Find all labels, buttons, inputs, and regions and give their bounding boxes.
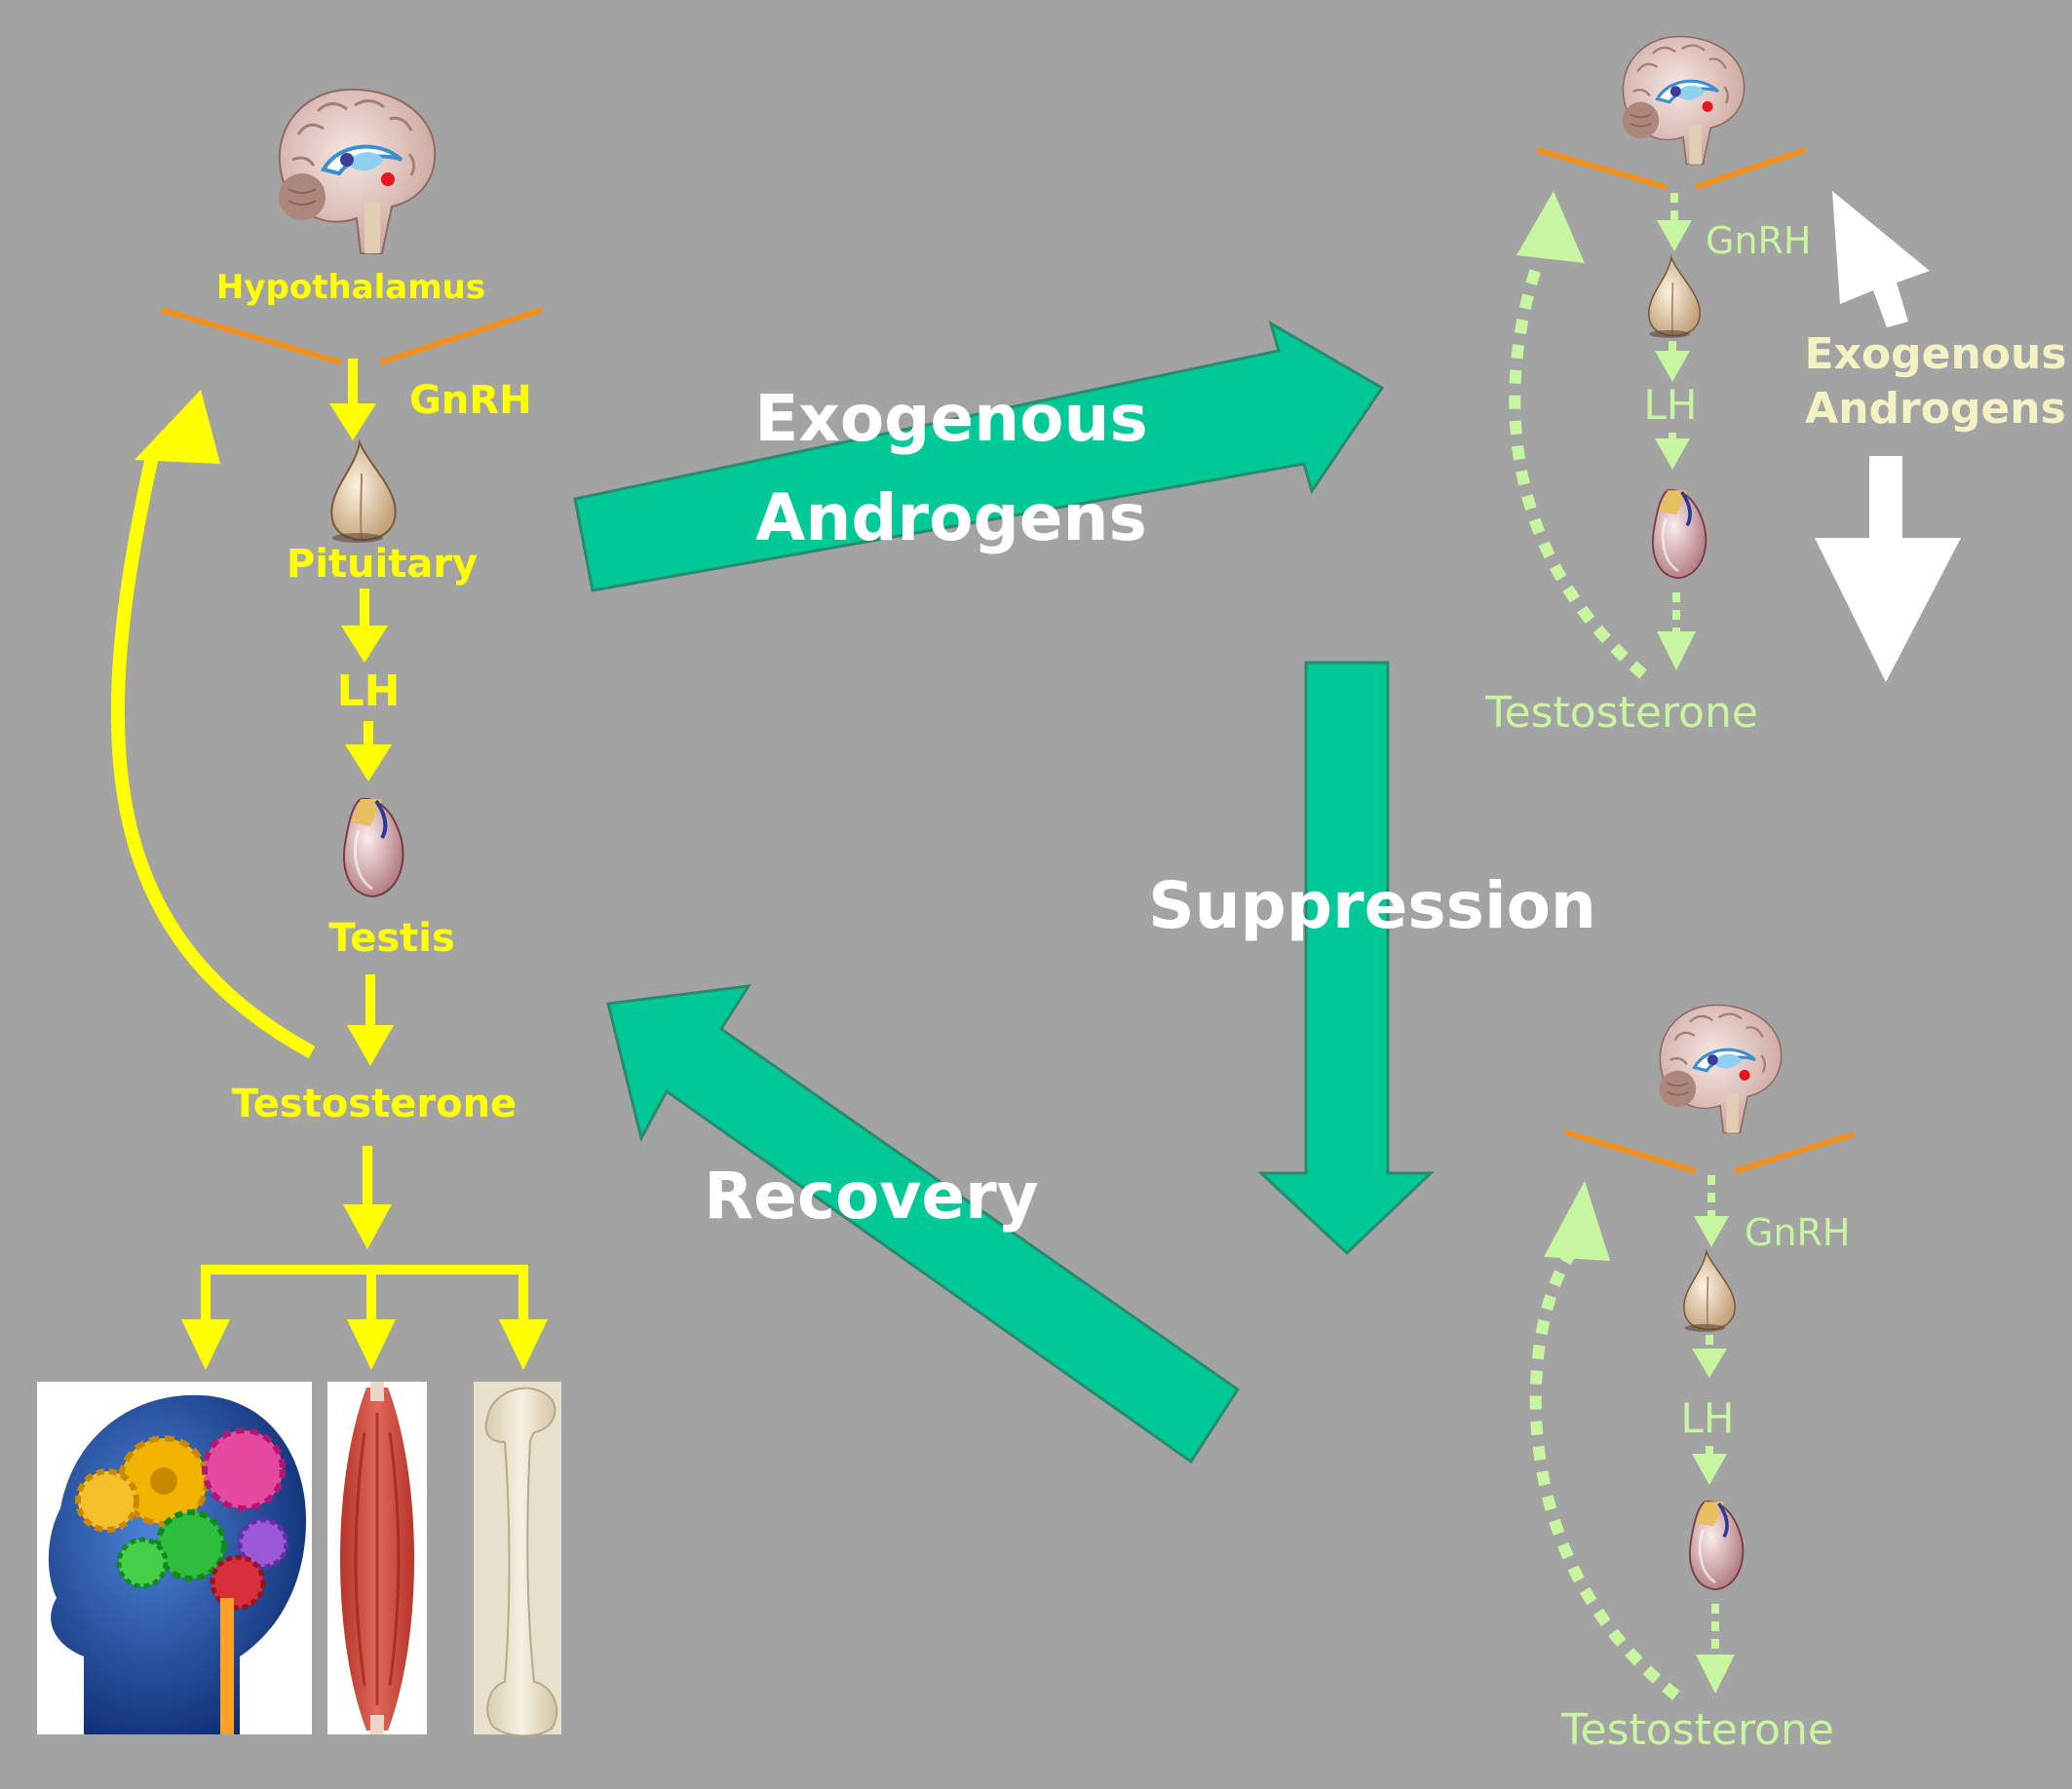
gnrh-label: GnRH bbox=[1745, 1211, 1851, 1254]
recovery-label: Recovery bbox=[704, 1159, 1038, 1234]
femur-bone-icon bbox=[484, 1387, 558, 1737]
testosterone-label: Testosterone bbox=[1484, 688, 1758, 738]
hypothalamus-cut-line bbox=[161, 307, 543, 365]
hypothalamus-label: Hypothalamus bbox=[216, 268, 485, 307]
weak-feedback-dotted-arrow bbox=[1509, 191, 1647, 679]
lh-arrow-lower bbox=[345, 721, 392, 781]
testis-label: Testis bbox=[328, 916, 455, 961]
pituitary-icon bbox=[330, 441, 397, 544]
pituitary-icon bbox=[1683, 1250, 1736, 1333]
gnrh-label: GnRH bbox=[1706, 219, 1812, 262]
recovery-arrow bbox=[606, 984, 1241, 1465]
brain-icon bbox=[1658, 1003, 1784, 1135]
testosterone-label: Testosterone bbox=[1560, 1705, 1834, 1755]
hypothalamus-cut-line bbox=[1564, 1129, 1855, 1174]
testosterone-label: Testosterone bbox=[232, 1082, 517, 1126]
gnrh-dotted-arrow bbox=[1694, 1175, 1729, 1247]
lh-dotted-arrow-upper bbox=[1655, 341, 1690, 382]
lh-arrow-upper bbox=[341, 589, 388, 663]
pituitary-icon bbox=[1648, 256, 1701, 339]
gnrh-dotted-arrow bbox=[1657, 193, 1692, 251]
gnrh-arrow bbox=[329, 359, 376, 440]
recovering-axis-panel: GnRH LH Testosterone bbox=[1529, 1003, 1855, 1755]
decrease-white-arrow bbox=[1815, 456, 1961, 682]
lh-dotted-arrow-lower bbox=[1655, 433, 1690, 470]
brain-icon bbox=[277, 87, 438, 255]
testis-icon bbox=[1651, 488, 1708, 581]
lh-dotted-arrow-upper bbox=[1692, 1335, 1727, 1378]
lh-label: LH bbox=[337, 666, 401, 716]
target-brain-image bbox=[37, 1382, 312, 1734]
normal-axis-panel: Hypothalamus GnRH Pituitary LH Testis Te… bbox=[37, 87, 561, 1737]
pituitary-label: Pituitary bbox=[287, 542, 478, 587]
exogenous-androgens-arrow bbox=[573, 320, 1385, 592]
lh-label: LH bbox=[1681, 1394, 1735, 1442]
exogenous-side-label-line2: Androgens bbox=[1805, 384, 2066, 434]
lh-label: LH bbox=[1644, 381, 1698, 429]
target-bone-image bbox=[474, 1382, 561, 1737]
suppressed-axis-panel: GnRH LH Testosterone Exogenous Androgens bbox=[1484, 34, 2067, 738]
target-muscle-image bbox=[327, 1382, 427, 1734]
exogenous-side-label-line1: Exogenous bbox=[1804, 329, 2066, 379]
lh-dotted-arrow-lower bbox=[1692, 1446, 1727, 1485]
testosterone-arrow bbox=[347, 974, 394, 1066]
suppression-label: Suppression bbox=[1148, 868, 1596, 943]
testosterone-dotted-arrow bbox=[1657, 592, 1696, 670]
testis-icon bbox=[342, 796, 405, 898]
suppression-arrow bbox=[1257, 661, 1435, 1256]
brain-icon bbox=[1621, 34, 1746, 167]
testis-icon bbox=[1688, 1500, 1746, 1591]
testosterone-dotted-arrow bbox=[1696, 1604, 1735, 1694]
hypothalamus-cut-line bbox=[1537, 147, 1806, 190]
target-tissue-branch bbox=[181, 1146, 548, 1370]
gnrh-label: GnRH bbox=[409, 378, 532, 423]
negative-feedback-arrow bbox=[110, 390, 316, 1059]
exogenous-label-line1: Exogenous bbox=[754, 381, 1148, 456]
exogenous-label-line2: Androgens bbox=[755, 480, 1146, 555]
increase-white-arrow bbox=[1832, 191, 1930, 327]
weak-feedback-dotted-arrow bbox=[1529, 1181, 1680, 1700]
